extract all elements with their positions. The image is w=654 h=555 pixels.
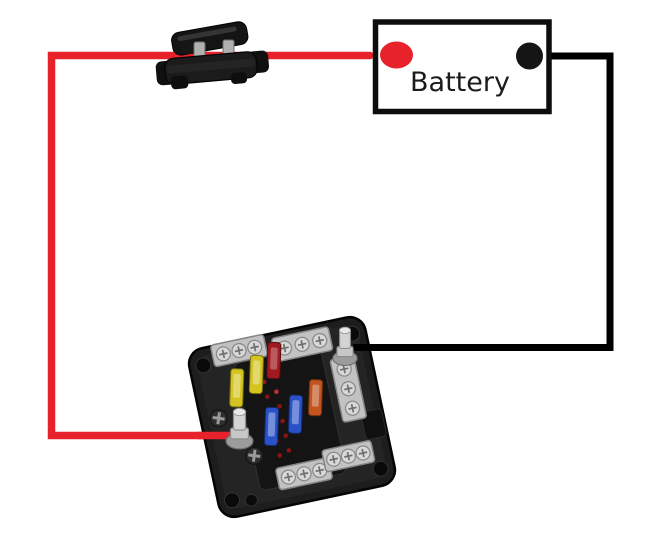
- battery: Battery: [372, 19, 552, 115]
- negative-wire: [348, 52, 614, 351]
- led-dot: [286, 448, 292, 453]
- mounting-hole: [224, 492, 241, 509]
- led-dot: [274, 389, 279, 394]
- terminal-strip-bottom-right: [321, 439, 376, 473]
- fuse-blue-1: [263, 406, 280, 447]
- mounting-hole: [244, 493, 258, 507]
- led-dot: [277, 453, 283, 458]
- negative-stud-terminal: [332, 326, 358, 367]
- fuse-block: [187, 315, 397, 519]
- led-dot: [277, 404, 282, 409]
- led-dot: [280, 418, 285, 424]
- side-connector-cover: [360, 408, 387, 440]
- phillips-screw: [209, 409, 228, 428]
- mounting-hole: [372, 460, 389, 477]
- fuse-red: [266, 341, 282, 380]
- fuse-blue-2: [287, 394, 304, 434]
- fuse-orange: [307, 379, 324, 417]
- battery-negative-terminal: [516, 42, 543, 70]
- led-dot: [264, 394, 270, 400]
- battery-positive-terminal: [380, 41, 413, 69]
- mounting-hole: [195, 357, 212, 374]
- positive-stud-terminal: [225, 407, 254, 450]
- led-dot: [283, 433, 289, 439]
- phillips-screw: [244, 446, 264, 465]
- inline-fuse-holder: [155, 21, 270, 90]
- fuse-yellow-1: [229, 368, 245, 408]
- fuse-holder-clip: [181, 42, 193, 54]
- fuse-yellow-2: [248, 354, 264, 395]
- battery-label: Battery: [410, 67, 510, 98]
- fuse-holder-body: [155, 50, 270, 90]
